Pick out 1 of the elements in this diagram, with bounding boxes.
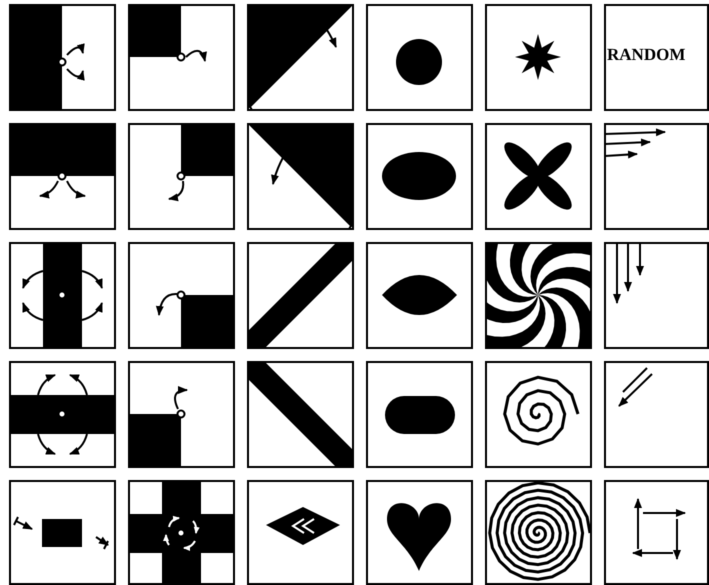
tile-label: RANDOM bbox=[607, 45, 686, 65]
